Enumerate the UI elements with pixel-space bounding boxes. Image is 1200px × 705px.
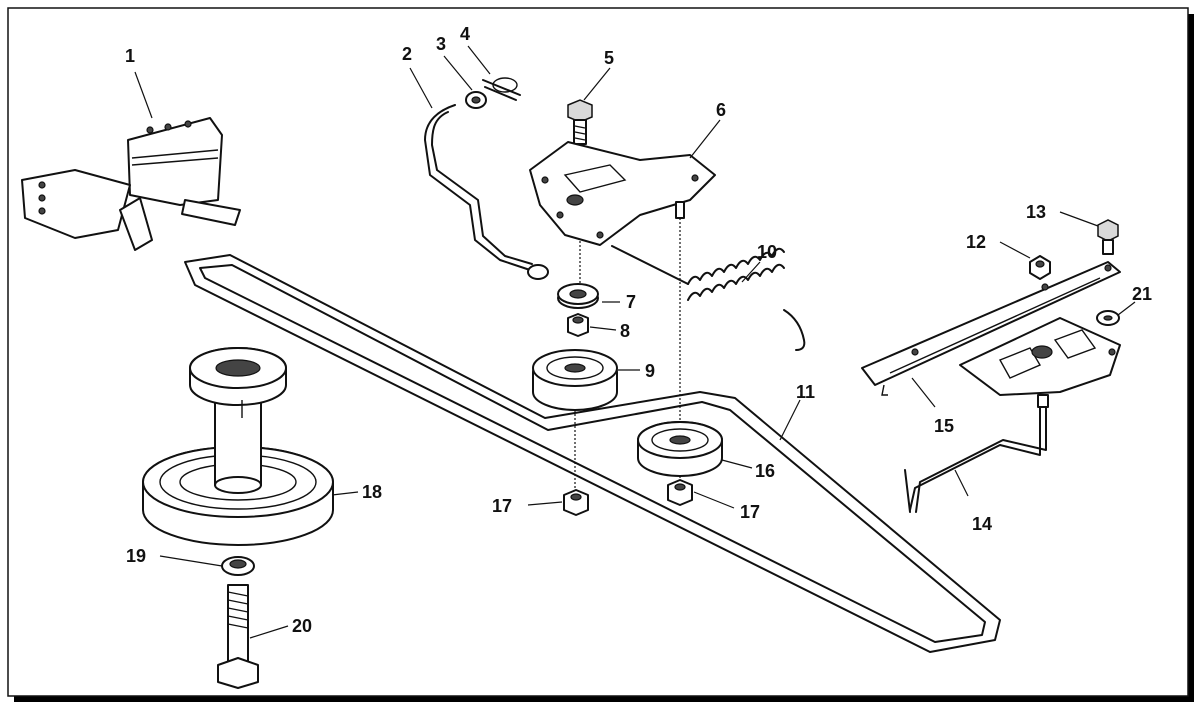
callout-13: 13 — [1026, 202, 1046, 222]
part-8-nut — [567, 313, 589, 337]
part-6-plate — [529, 141, 716, 246]
part-2-rod — [424, 104, 549, 280]
callout-2: 2 — [402, 44, 412, 64]
callout-1: 1 — [125, 46, 135, 66]
callout-14: 14 — [972, 514, 992, 534]
callout-20: 20 — [292, 616, 312, 636]
callout-17b: 17 — [740, 502, 760, 522]
callout-18: 18 — [362, 482, 382, 502]
part-16-pulley — [637, 421, 723, 477]
part-14-rod — [904, 394, 1049, 513]
callout-11: 11 — [796, 382, 815, 402]
callout-3: 3 — [436, 34, 446, 54]
part-1-bracket — [21, 117, 241, 251]
callout-5: 5 — [604, 48, 614, 68]
callout-4: 4 — [460, 24, 470, 44]
part-7-bushing — [557, 283, 599, 309]
callout-6: 6 — [716, 100, 726, 120]
part-19-washer — [221, 556, 255, 576]
callout-labels: 1 2 3 4 5 6 7 8 9 10 11 12 13 14 15 16 1… — [125, 24, 1152, 636]
callout-21: 21 — [1132, 284, 1152, 304]
callout-10: 10 — [757, 242, 777, 262]
callout-16: 16 — [755, 461, 775, 481]
part-17-nut-a — [563, 489, 589, 516]
callout-17a: 17 — [492, 496, 512, 516]
callout-9: 9 — [645, 361, 655, 381]
part-9-idler-pulley — [532, 349, 618, 411]
part-10-spring — [611, 245, 806, 351]
part-17-nut-b — [667, 479, 693, 506]
part-11-belt — [184, 254, 1001, 653]
callout-7: 7 — [626, 292, 636, 312]
callout-19: 19 — [126, 546, 146, 566]
part-20-bolt — [217, 584, 259, 689]
callout-8: 8 — [620, 321, 630, 341]
part-13-bolt — [1097, 219, 1119, 255]
leader-lines — [134, 45, 1136, 639]
part-18-drive-pulley — [142, 347, 334, 546]
part-21-washer — [1096, 310, 1120, 326]
callout-12: 12 — [966, 232, 986, 252]
part-4-cotter-pin — [482, 77, 521, 101]
callout-15: 15 — [934, 416, 954, 436]
part-15-support-plate — [861, 261, 1121, 396]
